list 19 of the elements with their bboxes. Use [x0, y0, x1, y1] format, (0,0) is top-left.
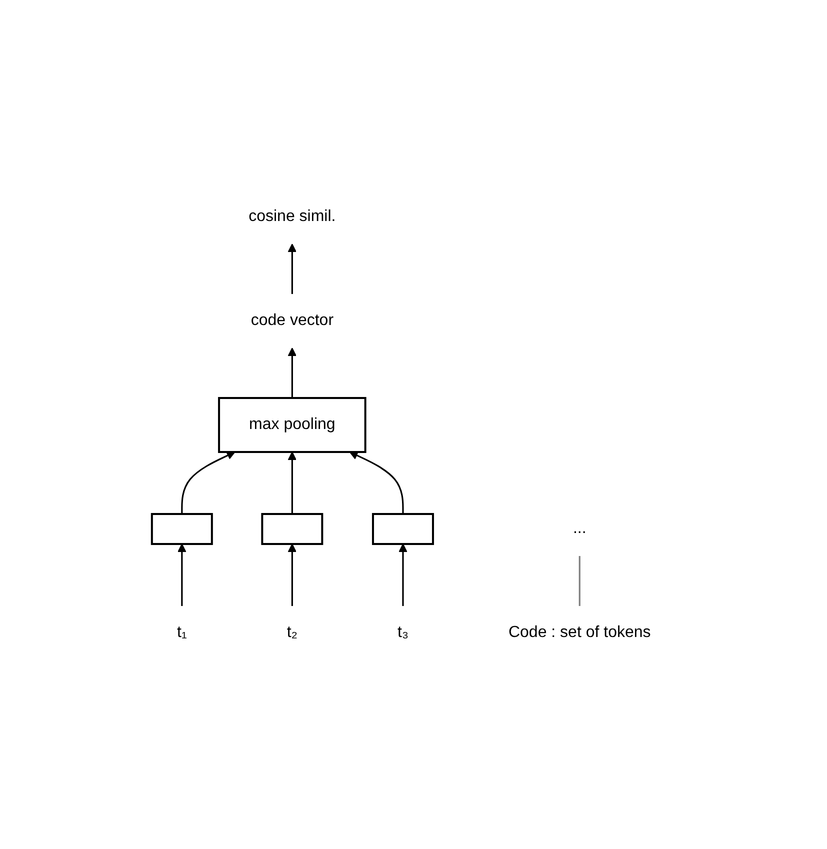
arrow: [177, 543, 186, 606]
node-box: [260, 512, 323, 544]
node-text: code vector: [250, 312, 334, 328]
node-text: t₃: [397, 624, 408, 640]
arrow: [287, 347, 296, 398]
node-box: [150, 512, 213, 544]
arrow: [348, 450, 404, 514]
arrow: [398, 543, 407, 606]
arrow: [287, 451, 296, 514]
arrow: [287, 543, 296, 606]
node-text: cosine simil.: [248, 208, 336, 224]
node-text: t₁: [176, 624, 186, 640]
node-text: t₂: [286, 624, 298, 640]
node-text: Code : set of tokens: [508, 624, 650, 640]
arrow: [287, 243, 296, 294]
node-box: [372, 512, 434, 544]
arrow: [180, 450, 235, 514]
node-text: ...: [572, 520, 586, 536]
node-box: max pooling: [218, 396, 366, 452]
